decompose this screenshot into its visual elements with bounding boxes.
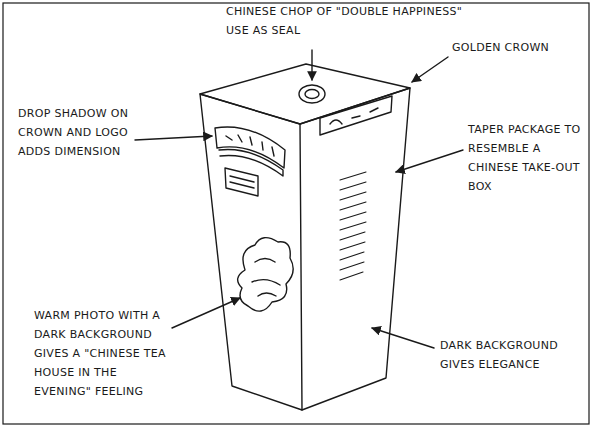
photo [238,238,294,311]
callout-note: GOLDEN CROWN [452,38,572,57]
frame [3,3,589,424]
leader-arrow [372,328,434,348]
box-top [200,64,410,124]
box-right-face [300,88,410,410]
callout-note: DROP SHADOW ON CROWN AND LOGO ADDS DIMEN… [18,104,140,161]
callout-note: CHINESE CHOP OF "DOUBLE HAPPINESS" USE A… [226,2,488,40]
seal [299,85,325,103]
callout-note: DARK BACKGROUND GIVES ELEGANCE [440,336,570,374]
leader-arrow [311,50,312,80]
leader-arrow [412,57,448,82]
crown-band [215,127,285,168]
body-copy-lines [340,172,366,280]
callout-note: TAPER PACKAGE TO RESEMBLE A CHINESE TAKE… [468,120,588,196]
leader-arrow [396,150,463,172]
logo-lines [230,176,254,188]
photo-detail [252,259,280,297]
seal-inner [305,90,319,99]
leader-arrow [135,136,212,140]
crown-band-right [320,96,392,135]
leader-arrow [172,298,240,328]
crown-lettering [226,135,274,156]
crown-lettering-right [330,108,378,124]
logo [225,168,258,196]
callout-note: WARM PHOTO WITH A DARK BACKGROUND GIVES … [34,306,174,401]
box-left-face [200,94,302,410]
